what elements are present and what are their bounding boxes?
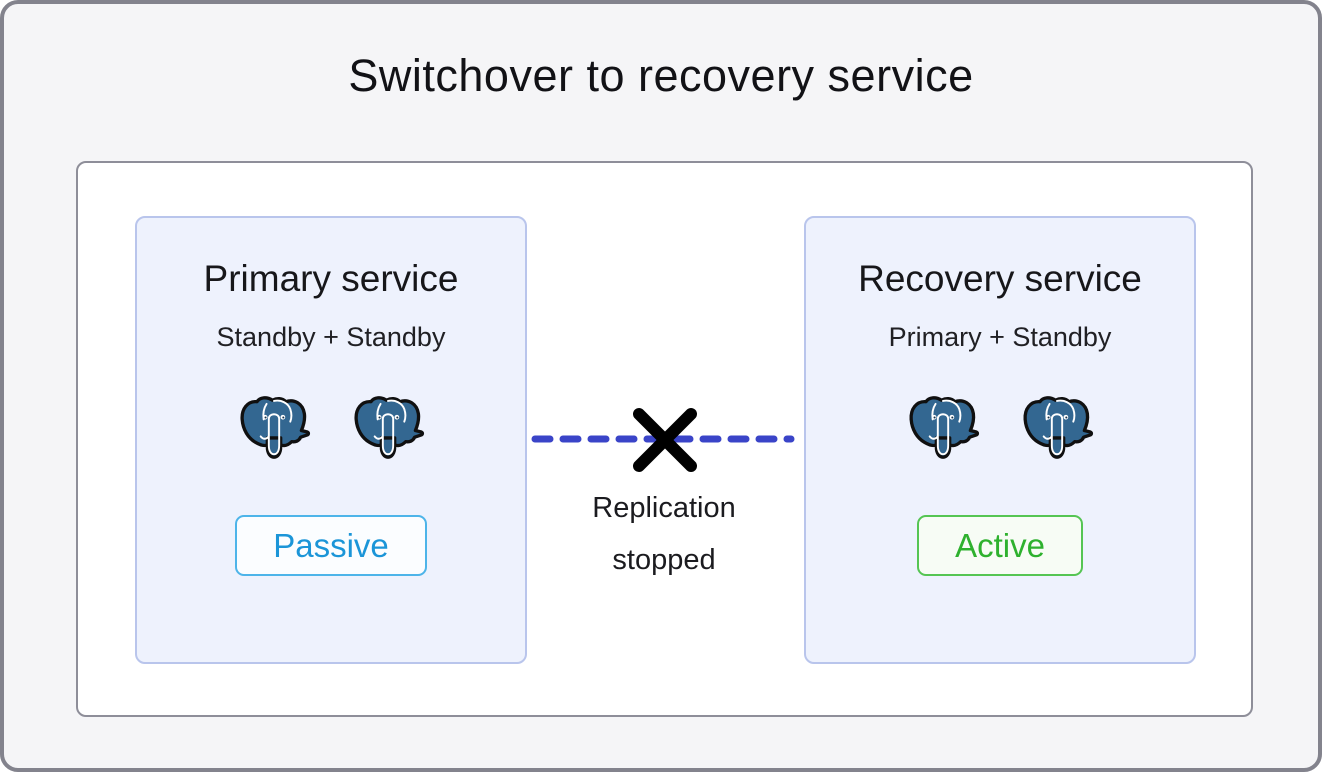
status-badge-passive: Passive [235,515,427,577]
replication-status-line1: Replication [592,492,736,524]
postgresql-elephant-icon [909,396,980,459]
stopped-cross-icon [633,408,697,472]
replication-status-label: Replication stopped [524,482,804,586]
postgresql-elephant-icon [354,396,425,459]
database-nodes [906,395,1094,469]
replication-status-line2: stopped [612,544,716,576]
service-name: Primary service [203,258,459,299]
database-nodes [237,395,425,469]
service-topology: Primary + Standby [888,322,1112,352]
page-title: Switchover to recovery service [348,50,974,101]
postgresql-elephant-icon [1023,396,1094,459]
postgresql-elephant-icon [240,396,311,459]
primary-service-card: Primary service Standby + Standby [135,216,527,664]
recovery-service-card: Recovery service Primary + Standby [804,216,1196,664]
service-name: Recovery service [858,258,1142,299]
status-badge-active: Active [917,515,1083,577]
service-topology: Standby + Standby [216,322,446,352]
services-panel: Primary service Standby + Standby [76,161,1253,717]
